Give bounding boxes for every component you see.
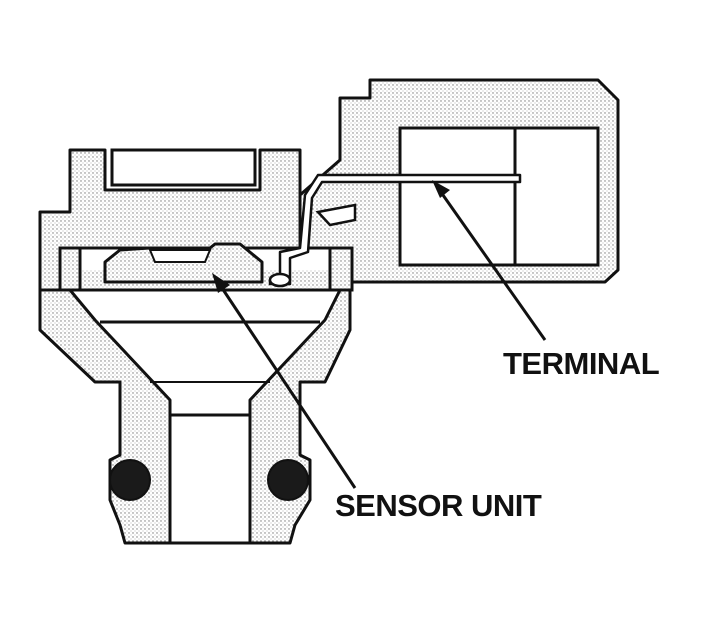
right-post xyxy=(328,246,354,292)
terminal-clip xyxy=(315,203,357,227)
connector-cavity xyxy=(398,126,600,267)
left-post xyxy=(58,246,82,292)
terminal-base xyxy=(268,272,292,288)
terminal-leader-line xyxy=(436,187,547,341)
body-top-window xyxy=(110,148,257,187)
right-o-ring xyxy=(267,459,309,501)
left-o-ring xyxy=(109,459,151,501)
sensor-chip xyxy=(148,249,212,263)
sensor-leader-line xyxy=(216,281,357,489)
terminal-pin xyxy=(268,173,522,286)
terminal-label: TERMINAL xyxy=(503,346,660,381)
sensor-arrowhead xyxy=(212,273,230,293)
terminal-arrowhead xyxy=(432,180,450,198)
sensor-unit-label: SENSOR UNIT xyxy=(335,488,542,523)
